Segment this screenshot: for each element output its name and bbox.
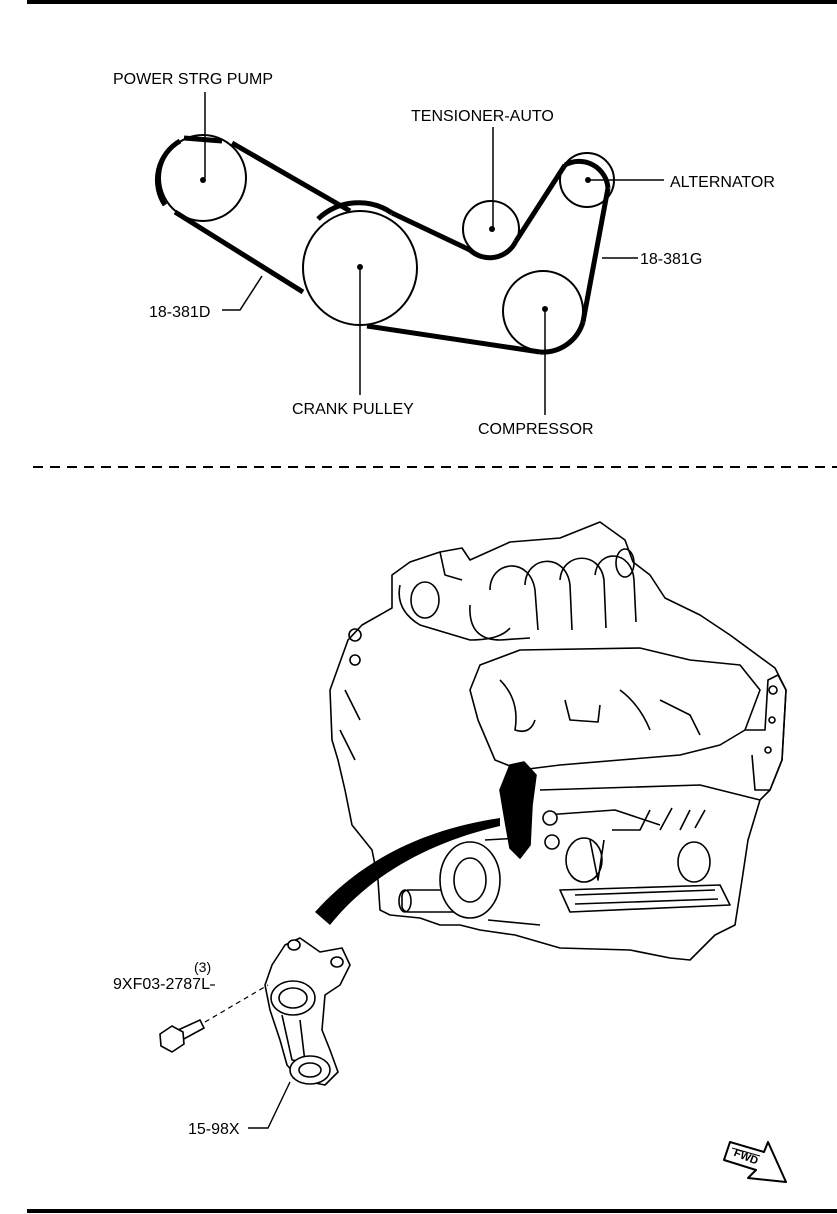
bottom-border xyxy=(27,1209,837,1213)
label-belt-18-381g: 18-381G xyxy=(640,251,702,268)
tensioner-leader xyxy=(248,1081,291,1129)
engine-illustration xyxy=(329,521,787,961)
pulley-center-dot xyxy=(585,177,591,183)
label-power-strg-pump: POWER STRG PUMP xyxy=(113,71,273,88)
label-tensioner-part-number: 15-98X xyxy=(188,1121,240,1138)
label-alternator: ALTERNATOR xyxy=(670,174,775,191)
pulley-center-dot xyxy=(542,306,548,312)
bolt-icon xyxy=(159,1018,206,1053)
belt-18-381d xyxy=(154,135,352,295)
leader-lines xyxy=(204,92,664,415)
location-pointer-arrow xyxy=(315,818,500,925)
label-belt-18-381d: 18-381D xyxy=(149,304,210,321)
fwd-arrow-icon: FWD xyxy=(723,1141,787,1183)
pulley-center-dot xyxy=(489,226,495,232)
belt-18-381g xyxy=(316,158,611,355)
bolt-quantity: (3) xyxy=(194,959,211,975)
label-compressor: COMPRESSOR xyxy=(478,421,594,438)
belt-diagram: POWER STRG PUMP TENSIONER-AUTO ALTERNATO… xyxy=(113,71,775,438)
pulley-center-dot xyxy=(200,177,206,183)
label-bolt-part-number: 9XF03-2787L xyxy=(113,976,210,993)
label-crank-pulley: CRANK PULLEY xyxy=(292,401,414,418)
label-tensioner-auto: TENSIONER-AUTO xyxy=(411,108,554,125)
bolt-leader-dashed xyxy=(204,984,269,1023)
pulley-center-dot xyxy=(357,264,363,270)
power-steering-pump-pulley xyxy=(159,134,247,222)
top-border xyxy=(27,0,837,4)
auto-tensioner-part xyxy=(264,937,351,1086)
